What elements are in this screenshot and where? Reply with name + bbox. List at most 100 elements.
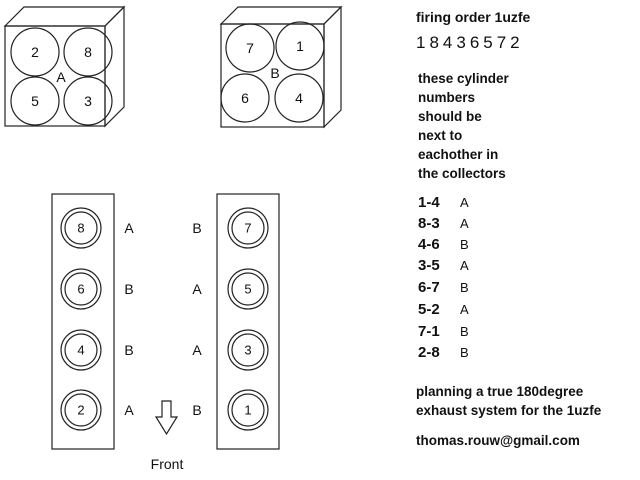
pair-cylinders: 7-1 bbox=[418, 323, 440, 340]
cylinder-number: 7 bbox=[246, 40, 254, 56]
pair-cylinders: 8-3 bbox=[418, 215, 440, 232]
pair-item: 1-4 A bbox=[418, 194, 469, 212]
head-side-face bbox=[323, 5, 342, 129]
pair-item: 2-8 B bbox=[418, 344, 469, 362]
bank-outline bbox=[51, 193, 115, 450]
cylinder-bore bbox=[227, 207, 269, 249]
cylinder-bore bbox=[225, 23, 275, 73]
cylinder-bore bbox=[10, 76, 60, 126]
cylinder-bore-inner bbox=[64, 272, 98, 306]
pair-collector: A bbox=[460, 216, 469, 231]
pair-collector: A bbox=[460, 302, 469, 317]
cylinder-head-b bbox=[219, 5, 343, 129]
collector-label: B bbox=[124, 281, 133, 297]
note-line: the collectors bbox=[418, 166, 506, 181]
firing-order-sequence: 18436572 bbox=[416, 33, 524, 52]
bank-label: B bbox=[270, 65, 279, 81]
front-label: Front bbox=[151, 456, 184, 472]
cylinder-head-a bbox=[3, 5, 126, 128]
cylinder-number: 1 bbox=[296, 38, 304, 54]
note-line: should be bbox=[418, 109, 482, 124]
bank-outline bbox=[216, 193, 280, 450]
cylinder-bore bbox=[60, 207, 102, 249]
cylinder-bore bbox=[220, 73, 270, 123]
collector-label: B bbox=[192, 402, 201, 418]
pair-item: 6-7 B bbox=[418, 279, 469, 297]
pair-cylinders: 5-2 bbox=[418, 301, 440, 318]
collector-label: A bbox=[192, 281, 202, 297]
cylinder-bore bbox=[227, 389, 269, 431]
pair-collector: B bbox=[460, 237, 469, 252]
cylinder-bore-inner bbox=[64, 333, 98, 367]
pair-cylinders: 4-6 bbox=[418, 236, 440, 253]
collector-label: B bbox=[124, 342, 133, 358]
plan-line: exhaust system for the 1uzfe bbox=[416, 403, 602, 418]
cylinder-bore-inner bbox=[231, 211, 265, 245]
cylinder-bore-inner bbox=[231, 393, 265, 427]
cylinder-bore bbox=[60, 389, 102, 431]
cylinder-bore bbox=[63, 27, 113, 77]
pair-collector: A bbox=[460, 258, 469, 273]
cylinder-number: 3 bbox=[84, 93, 92, 109]
down-arrow-icon bbox=[154, 400, 179, 436]
pair-item: 7-1 B bbox=[418, 323, 469, 341]
cylinder-bore bbox=[227, 268, 269, 310]
cylinder-number: 8 bbox=[77, 221, 84, 236]
collector-label: B bbox=[192, 220, 201, 236]
cylinder-number: 4 bbox=[77, 343, 84, 358]
pair-item: 4-6 B bbox=[418, 236, 469, 254]
cylinder-number: 4 bbox=[295, 90, 303, 106]
note-line: numbers bbox=[418, 90, 476, 105]
cylinder-bore bbox=[10, 27, 60, 77]
collector-note: these cylinder numbers should be next to… bbox=[418, 69, 509, 183]
cylinder-number: 2 bbox=[77, 403, 84, 418]
pair-collector: B bbox=[460, 324, 469, 339]
collector-label: A bbox=[124, 402, 134, 418]
collector-label: A bbox=[124, 220, 134, 236]
plan-line: planning a true 180degree bbox=[416, 384, 584, 399]
pair-cylinders: 2-8 bbox=[418, 344, 440, 361]
cylinder-bore-inner bbox=[64, 211, 98, 245]
head-top-face bbox=[219, 6, 343, 25]
note-line: these cylinder bbox=[418, 71, 509, 86]
cylinder-number: 3 bbox=[244, 343, 251, 358]
head-top-face bbox=[3, 6, 126, 27]
firing-order-title: firing order 1uzfe bbox=[416, 9, 531, 25]
cylinder-bore bbox=[227, 329, 269, 371]
collector-label: A bbox=[192, 342, 202, 358]
pair-collector: A bbox=[460, 195, 469, 210]
cylinder-bore-inner bbox=[64, 393, 98, 427]
cylinder-bore bbox=[275, 21, 325, 71]
bank-label: A bbox=[56, 69, 66, 85]
plan-note: planning a true 180degree exhaust system… bbox=[416, 382, 601, 420]
pair-item: 5-2 A bbox=[418, 301, 469, 319]
pair-cylinders: 3-5 bbox=[418, 257, 440, 274]
head-side-face bbox=[104, 5, 125, 128]
author-email: thomas.rouw@gmail.com bbox=[416, 433, 580, 448]
left-bank bbox=[51, 193, 115, 450]
cylinder-number: 5 bbox=[244, 282, 251, 297]
cylinder-number: 6 bbox=[241, 90, 249, 106]
cylinder-number: 2 bbox=[31, 44, 39, 60]
pair-item: 8-3 A bbox=[418, 215, 469, 233]
cylinder-bore-inner bbox=[231, 272, 265, 306]
cylinder-number: 1 bbox=[244, 403, 251, 418]
pair-cylinders: 6-7 bbox=[418, 279, 440, 296]
cylinder-bore bbox=[63, 76, 113, 126]
cylinder-bore bbox=[274, 73, 324, 123]
cylinder-number: 5 bbox=[31, 93, 39, 109]
note-line: eachother in bbox=[418, 147, 499, 162]
pair-item: 3-5 A bbox=[418, 257, 469, 275]
cylinder-bore-inner bbox=[231, 333, 265, 367]
cylinder-number: 6 bbox=[77, 282, 84, 297]
cylinder-bore bbox=[60, 268, 102, 310]
cylinder-number: 7 bbox=[244, 221, 251, 236]
pair-collector: B bbox=[460, 280, 469, 295]
note-line: next to bbox=[418, 128, 463, 143]
cylinder-number: 8 bbox=[84, 44, 92, 60]
cylinder-bore bbox=[60, 329, 102, 371]
pair-collector: B bbox=[460, 345, 469, 360]
pair-cylinders: 1-4 bbox=[418, 194, 440, 211]
right-bank bbox=[216, 193, 280, 450]
